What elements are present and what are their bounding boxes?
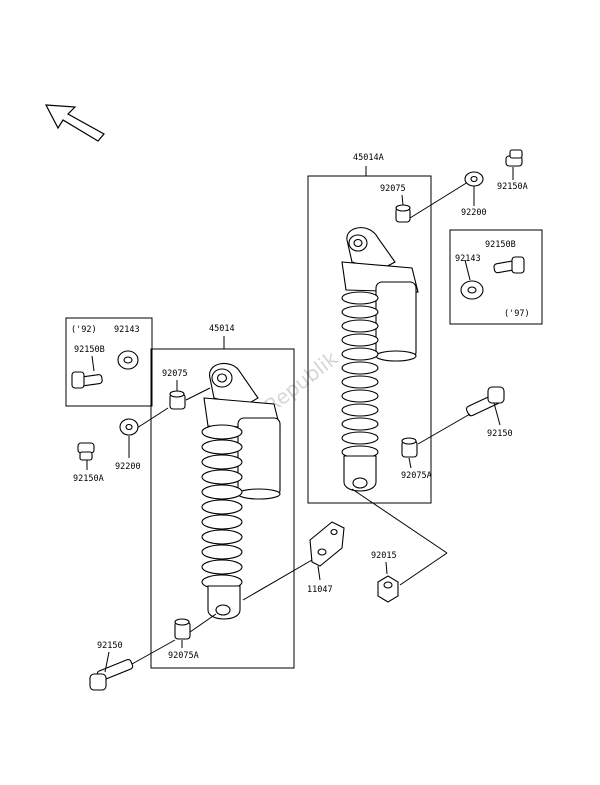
left-inset-cap-label: 92143 <box>114 325 140 335</box>
left-top-collar-label: 92075 <box>162 369 188 379</box>
bracket-label: 11047 <box>307 585 333 595</box>
left-top-bolt-label: 92150A <box>73 474 104 484</box>
right-shock-absorber <box>341 227 419 492</box>
right-inset-cap <box>460 280 484 300</box>
left-shock-absorber <box>201 362 281 620</box>
left-bottom-bolt <box>89 658 134 691</box>
left-bottom-collar-label: 92075A <box>168 651 199 661</box>
left-bottom-collar <box>174 618 191 640</box>
right-assembly-frame <box>307 166 432 504</box>
right-top-collar-label: 92075 <box>380 184 406 194</box>
left-washer-label: 92200 <box>115 462 141 472</box>
right-bottom-bolt-label: 92150 <box>487 429 513 439</box>
left-top-bolt <box>77 442 95 461</box>
right-top-bolt-label: 92150A <box>497 182 528 192</box>
left-assembly-label: 45014 <box>209 324 235 334</box>
right-bottom-bolt <box>465 386 505 417</box>
right-washer-label: 92200 <box>461 208 487 218</box>
bracket <box>309 521 345 567</box>
right-inset-year-label: ('97) <box>504 309 530 319</box>
right-bottom-collar-label: 92075A <box>401 471 432 481</box>
right-inset-box <box>449 229 543 325</box>
right-top-bolt <box>505 149 523 167</box>
left-assembly-frame <box>150 336 295 669</box>
left-bottom-bolt-label: 92150 <box>97 641 123 651</box>
right-assembly-label: 45014A <box>353 153 384 163</box>
right-bottom-collar <box>401 437 418 458</box>
right-inset-bolt-label: 92150B <box>485 240 516 250</box>
nut-label: 92015 <box>371 551 397 561</box>
right-top-collar <box>395 204 411 223</box>
right-inset-cap-label: 92143 <box>455 254 481 264</box>
left-inset-year-label: ('92) <box>71 325 97 335</box>
left-inset-box <box>65 317 153 407</box>
left-washer <box>119 418 139 436</box>
front-direction-arrow-icon <box>44 104 105 142</box>
right-inset-bolt <box>493 256 525 274</box>
left-inset-bolt <box>71 371 103 389</box>
left-inset-bolt-label: 92150B <box>74 345 105 355</box>
left-top-collar <box>169 390 186 410</box>
nut <box>377 575 399 603</box>
left-inset-cap <box>117 350 139 370</box>
right-washer <box>464 171 484 187</box>
